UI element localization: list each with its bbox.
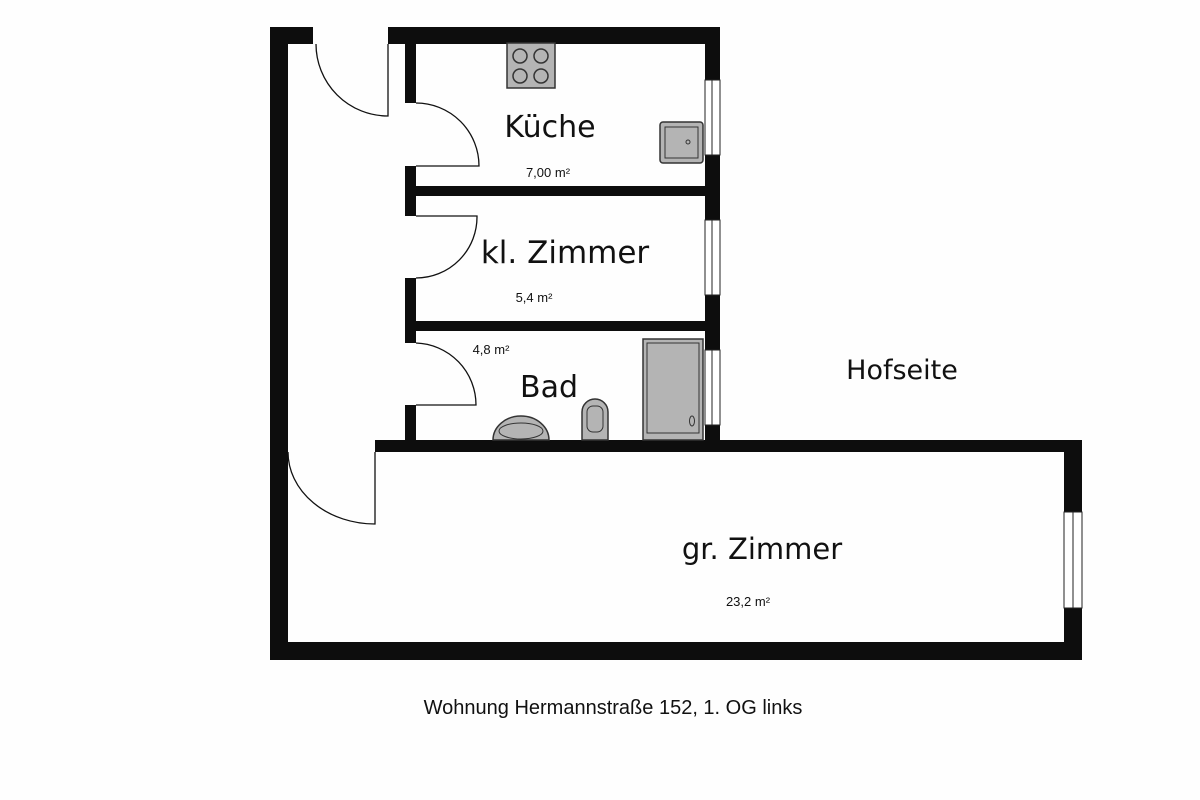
- outside-label-hofseite: Hofseite: [846, 355, 958, 386]
- left-outer-wall: [270, 27, 288, 660]
- inner-wall: [405, 405, 416, 445]
- room-area-bad: 4,8 m²: [473, 342, 511, 357]
- hall-wall-stub: [270, 440, 288, 452]
- toilet-icon: [581, 398, 609, 441]
- top-wall: [388, 27, 720, 44]
- plan-caption: Wohnung Hermannstraße 152, 1. OG links: [424, 697, 803, 719]
- doors: [287, 43, 480, 525]
- entrance-door: [315, 43, 389, 117]
- kitchen-divider-wall: [405, 186, 705, 196]
- windows: [704, 79, 1083, 609]
- inner-wall: [405, 278, 416, 343]
- kitchen-sink-icon: [659, 121, 704, 164]
- washbasin-icon: [492, 415, 550, 441]
- room-area-gr-zimmer: 23,2 m²: [726, 594, 771, 609]
- inner-wall: [405, 44, 416, 103]
- room-name-gr-zimmer: gr. Zimmer: [682, 532, 842, 566]
- kitchen-door: [415, 102, 480, 167]
- top-left-wall: [270, 27, 313, 44]
- bathtub-icon: [642, 338, 704, 441]
- room-name-bad: Bad: [520, 370, 578, 405]
- fixtures: [492, 42, 704, 441]
- room-area-kueche: 7,00 m²: [526, 165, 571, 180]
- stove-icon: [506, 42, 556, 89]
- room-name-kueche: Küche: [504, 110, 595, 145]
- big-room-top-wall: [375, 440, 1082, 452]
- small-room-door: [415, 215, 478, 279]
- bath-door: [415, 342, 477, 406]
- labels: Küche 7,00 m² kl. Zimmer 5,4 m² 4,8 m² B…: [424, 110, 958, 719]
- bath-divider-wall: [405, 321, 705, 331]
- bottom-wall: [270, 642, 1082, 660]
- big-room-door: [287, 451, 376, 525]
- room-area-kl-zimmer: 5,4 m²: [516, 290, 554, 305]
- room-name-kl-zimmer: kl. Zimmer: [481, 235, 650, 271]
